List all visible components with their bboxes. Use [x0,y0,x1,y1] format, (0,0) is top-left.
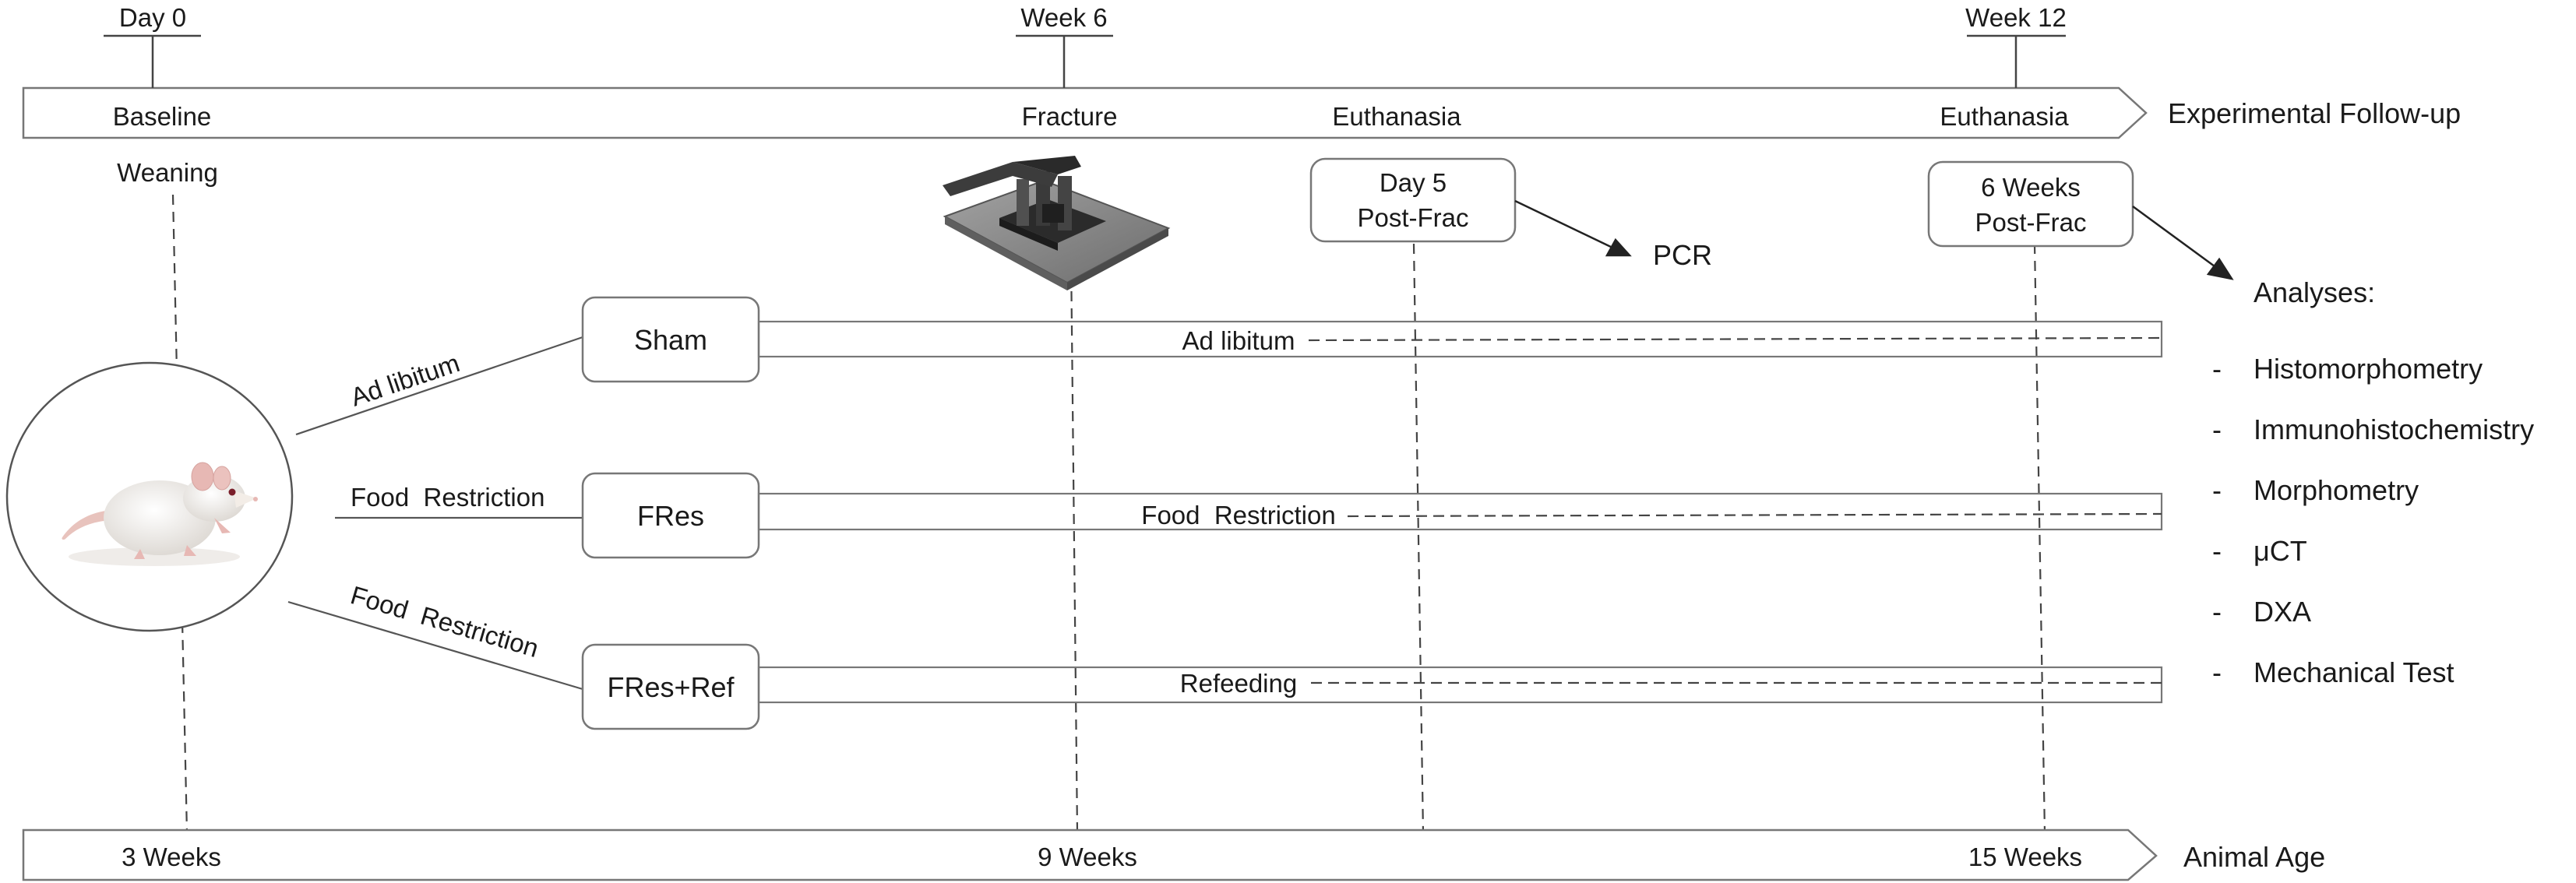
diet-bars [757,320,2163,704]
age-label-9weeks: 9 Weeks [1038,843,1137,871]
fracture-device-icon [943,156,1171,290]
analyses-item-immunohistochemistry: Immunohistochemistry [2254,413,2534,445]
diet-label-bg [1129,498,1346,527]
analyses-bullet: - [2212,596,2222,628]
diet-label-bg [1168,670,1309,699]
timepoint-6weeks-line2: Post-Frac [1975,208,2086,237]
event-baseline: Baseline [113,102,212,131]
analyses-item-morphometry: Morphometry [2254,474,2419,506]
timepoint-day5-line1: Day 5 [1380,168,1447,197]
branch-lines [287,336,583,691]
branch-label-fres: Food Restriction [351,483,544,512]
analyses-list: - Histomorphometry - Immunohistochemistr… [2212,353,2534,688]
analyses-item-histomorphometry: Histomorphometry [2254,353,2483,385]
timepoint-6weeks-line1: 6 Weeks [1981,173,2081,202]
animal-age-arrow [22,828,2158,881]
vertical-guides [171,194,2046,834]
timeline-ticks [104,34,2066,88]
timepoint-day5-line2: Post-Frac [1357,203,1468,232]
timepoint-box-day5 [1309,157,1517,243]
output-arrows [1514,199,2234,280]
tick-label-week6: Week 6 [1020,3,1107,32]
diet-label-sham: Ad libitum [1182,326,1295,355]
analyses-bullet: - [2212,353,2222,385]
event-euthanasia-late: Euthanasia [1940,102,2069,131]
group-name-fresref: FRes+Ref [607,671,735,703]
age-label-3weeks: 3 Weeks [122,843,221,871]
followup-label: Experimental Follow-up [2168,97,2461,129]
group-name-sham: Sham [634,324,707,356]
event-euthanasia-early: Euthanasia [1332,102,1461,131]
analyses-bullet: - [2212,535,2222,567]
pcr-label: PCR [1653,239,1712,271]
analyses-item-mechanical-test: Mechanical Test [2254,656,2454,688]
diet-label-fresref: Refeeding [1180,669,1297,698]
branch-label-fresref: Food Restriction [347,580,542,663]
diet-label-bg [1168,325,1307,354]
analyses-item-dxa: DXA [2254,596,2311,628]
tick-label-week12: Week 12 [1965,3,2067,32]
age-label-15weeks: 15 Weeks [1968,843,2082,871]
diet-label-fres: Food Restriction [1141,501,1335,529]
group-name-fres: FRes [637,500,704,532]
analyses-title: Analyses: [2254,276,2375,308]
analyses-bullet: - [2212,413,2222,445]
experimental-followup-arrow [22,86,2148,139]
event-fracture: Fracture [1022,102,1118,131]
analyses-item-microct: μCT [2254,535,2307,567]
timepoint-box-6weeks [1927,160,2134,248]
analyses-bullet: - [2212,656,2222,688]
rat-icon [62,462,258,566]
weaning-label: Weaning [117,158,218,187]
tick-label-day0: Day 0 [119,3,186,32]
animal-age-label: Animal Age [2183,841,2325,873]
branch-label-sham: Ad libitum [347,348,463,412]
diet-dashes [1308,336,2162,684]
analyses-bullet: - [2212,474,2222,506]
